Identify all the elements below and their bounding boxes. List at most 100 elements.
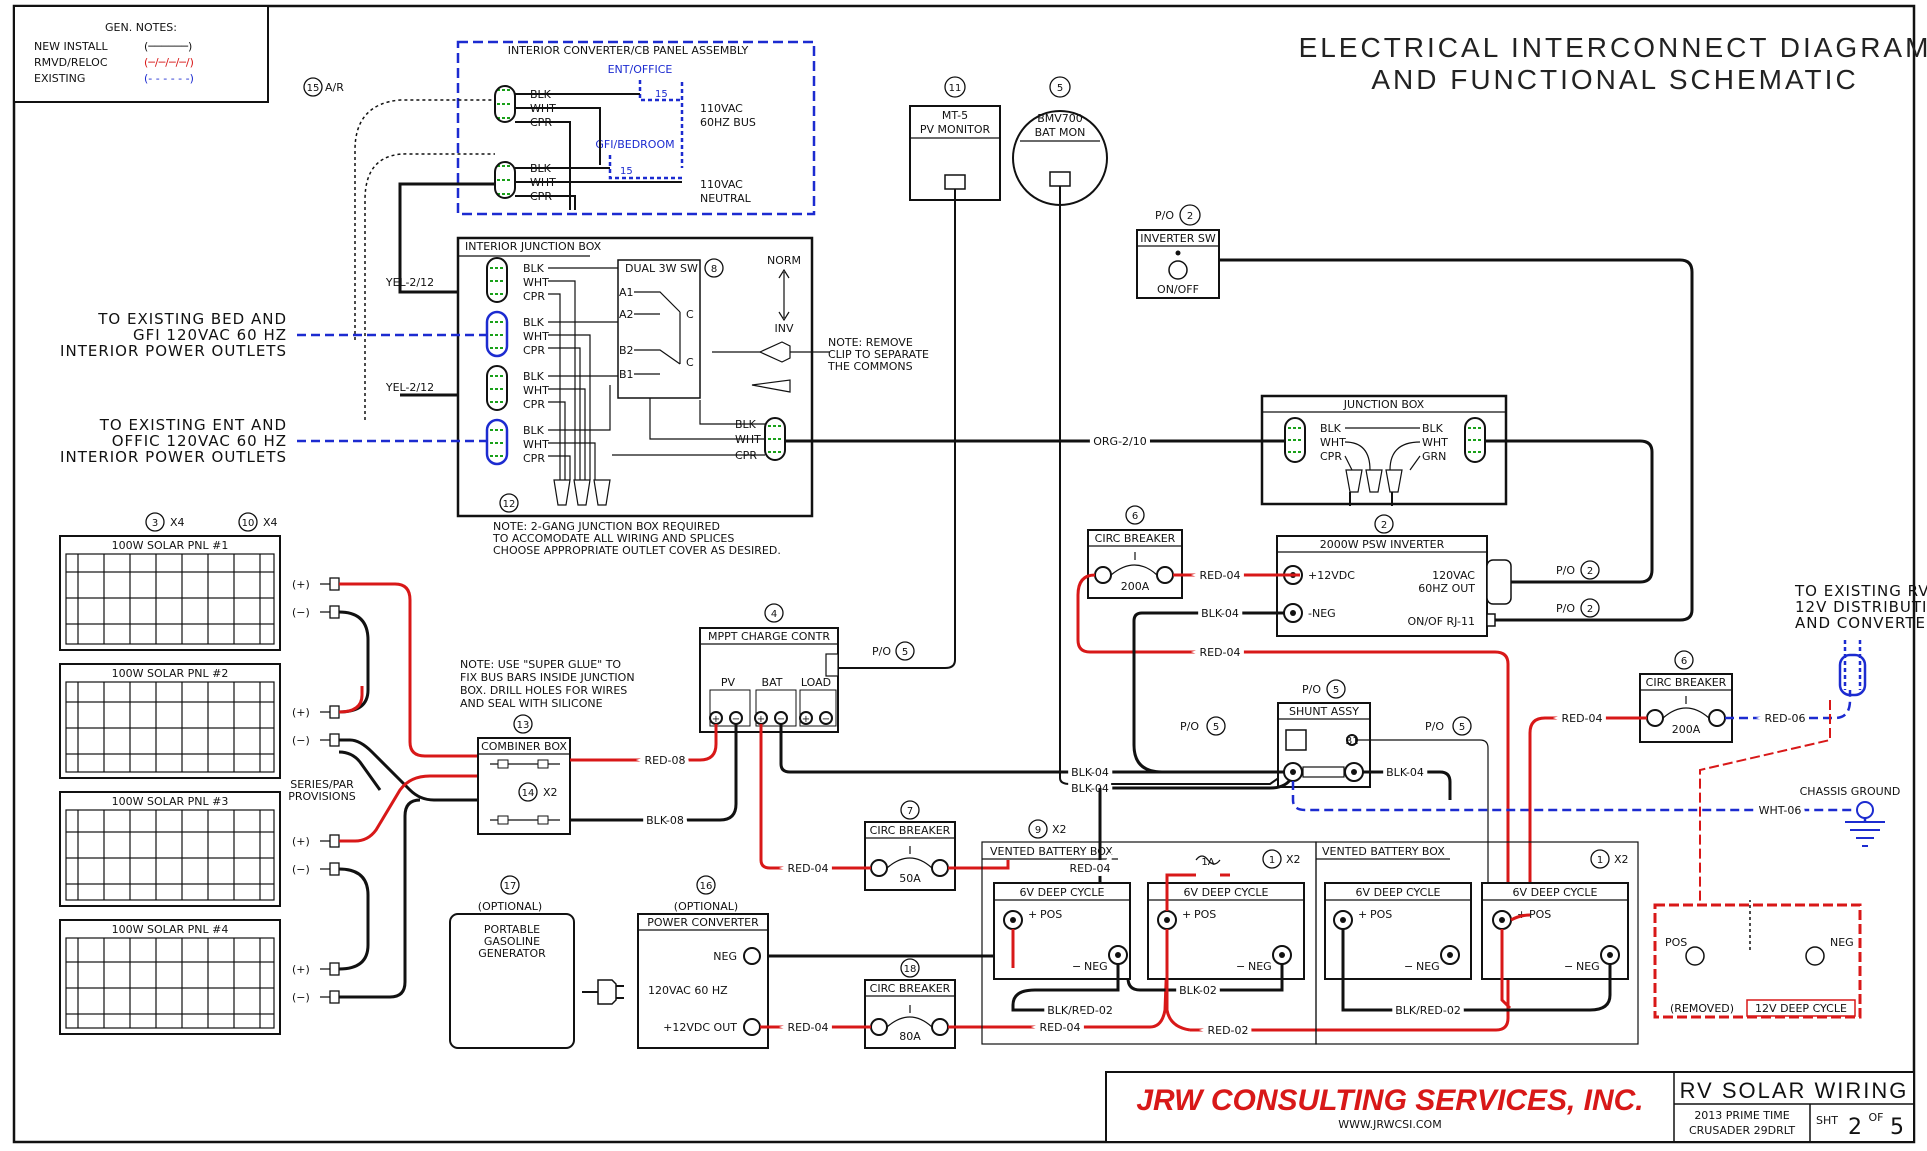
- chassis-label: CHASSIS GROUND: [1800, 785, 1901, 798]
- pconv-optional: (OPTIONAL): [674, 900, 738, 913]
- ijb-cpr-1: CPR: [523, 290, 545, 303]
- po5-b-num: 5: [1459, 722, 1465, 733]
- panels-x4-1: X4: [170, 516, 185, 529]
- jb2-wht-l: WHT: [1320, 436, 1346, 449]
- drawing-border: [12, 4, 1916, 1144]
- svg-text:−: −: [822, 714, 830, 725]
- ar-callout-num: 15: [307, 83, 320, 94]
- notes-header: GEN. NOTES:: [105, 21, 177, 34]
- inv-label: INV: [775, 322, 794, 335]
- shunt-callout: 5: [1333, 685, 1339, 696]
- panels-callout-2: 10: [242, 518, 255, 529]
- bus-label-2: 60HZ BUS: [700, 116, 756, 129]
- combiner-fuse-callout: 14: [522, 788, 535, 799]
- invsw-po: P/O: [1155, 209, 1174, 222]
- battery3-pos: POS: [1370, 908, 1392, 921]
- bmv-label: BMV700: [1037, 112, 1083, 125]
- cb200a-callout: 6: [1132, 511, 1138, 522]
- vbox2-title: VENTED BATTERY BOX: [1322, 845, 1445, 858]
- outlet1-line1: TO EXISTING BED AND: [97, 310, 287, 328]
- removed-neg: NEG: [1830, 936, 1854, 949]
- circuit-breaker-200a-2: 6 CIRC BREAKER 200A: [1639, 650, 1733, 743]
- removed-tag: (REMOVED): [1670, 1002, 1734, 1015]
- psw-inverter: 2 2000W PSW INVERTER +12VDC -NEG 120VAC …: [1276, 514, 1600, 637]
- bmv-label-2: BAT MON: [1035, 126, 1086, 139]
- note-existing: EXISTING: [34, 72, 85, 85]
- drawing-title: ELECTRICAL INTERCONNECT DIAGRAM AND FUNC…: [1299, 32, 1927, 95]
- vented-battery-box-2: VENTED BATTERY BOX 1 X2 6V DEEP CYCLE + …: [1315, 841, 1639, 1045]
- p3-neg: (−): [292, 863, 310, 876]
- p3-pos: (+): [292, 835, 310, 848]
- project-desc-1: 2013 PRIME TIME: [1694, 1109, 1789, 1122]
- blk04-inv: BLK-04: [1201, 607, 1239, 620]
- switch-a2: A2: [619, 308, 634, 321]
- battery3-neg-sign: −: [1404, 960, 1413, 973]
- chassis-ground: CHASSIS GROUND: [1800, 785, 1901, 847]
- battery4-neg-sign: −: [1564, 960, 1573, 973]
- circuit-breaker-80a: 18 CIRC BREAKER 80A: [864, 958, 956, 1049]
- project-desc-2: CRUSADER 29DRLT: [1689, 1124, 1795, 1137]
- outlet1-line3: INTERIOR POWER OUTLETS: [60, 342, 287, 360]
- battery2-pos: POS: [1194, 908, 1216, 921]
- combiner-title: COMBINER BOX: [481, 740, 567, 753]
- red04-mppt: RED-04: [787, 862, 828, 875]
- inverter-neg: -NEG: [1308, 607, 1336, 620]
- wire-nut-icon: [751, 379, 791, 393]
- cb200a-rating: 200A: [1121, 580, 1150, 593]
- gfi-bedroom-label: GFI/BEDROOM: [595, 138, 674, 151]
- title-block: JRW CONSULTING SERVICES, INC. WWW.JRWCSI…: [1105, 1071, 1915, 1143]
- ijb-blk-4: BLK: [523, 424, 545, 437]
- outlet2-line2: OFFIC 120VAC 60 HZ: [112, 432, 287, 450]
- battery3-name: 6V DEEP CYCLE: [1356, 886, 1441, 899]
- outlets-ent-office: TO EXISTING ENT AND OFFIC 120VAC 60 HZ I…: [60, 416, 487, 466]
- outlets-bed-gfi: TO EXISTING BED AND GFI 120VAC 60 HZ INT…: [60, 310, 487, 360]
- gen-line3: GENERATOR: [478, 947, 546, 960]
- pconv-ac: 120VAC 60 HZ: [648, 984, 728, 997]
- combiner-callout: 13: [517, 720, 530, 731]
- ijb-title: INTERIOR JUNCTION BOX: [465, 240, 602, 253]
- sheet-label: SHT: [1816, 1114, 1838, 1127]
- ijb-blk-3: BLK: [523, 370, 545, 383]
- inverter-po-num-1: 2: [1587, 566, 1593, 577]
- vbox1-batt-callout: 1: [1269, 855, 1275, 866]
- cb200b-callout: 6: [1681, 656, 1687, 667]
- mppt-title: MPPT CHARGE CONTR: [708, 630, 830, 643]
- panel2-label: 100W SOLAR PNL #2: [112, 667, 229, 680]
- blk04-conv: BLK-04: [1071, 782, 1109, 795]
- p1-pos: (+): [292, 578, 310, 591]
- ijb-callout: 12: [503, 499, 516, 510]
- series-par-2: PROVISIONS: [288, 790, 356, 803]
- ijb-wht-1: WHT: [523, 276, 549, 289]
- converter-title: INTERIOR CONVERTER/CB PANEL ASSEMBLY: [508, 44, 749, 57]
- vbox2-batt-callout: 1: [1597, 855, 1603, 866]
- switch-title: DUAL 3W SW: [625, 262, 698, 275]
- clip-icon: [758, 341, 791, 363]
- mppt-pv: PV: [721, 676, 736, 689]
- conv-cpr-2: CPR: [530, 190, 552, 203]
- glue-note-1: NOTE: USE "SUPER GLUE" TO: [460, 658, 621, 671]
- fuse-icon: [1195, 855, 1221, 865]
- solar-panel-3: 100W SOLAR PNL #3: [59, 791, 281, 907]
- mt5-label-2: PV MONITOR: [920, 123, 991, 136]
- vbox1-title: VENTED BATTERY BOX: [990, 845, 1113, 858]
- blkred02-label-2: BLK/RED-02: [1395, 1004, 1461, 1017]
- note-2gang-1: NOTE: 2-GANG JUNCTION BOX REQUIRED: [493, 520, 720, 533]
- outlet2-line1: TO EXISTING ENT AND: [99, 416, 287, 434]
- plug-icon: [597, 979, 617, 1005]
- rv-12v-distribution: TO EXISTING RV 12V DISTRIBUTIO AND CONVE…: [1794, 582, 1927, 697]
- p2-neg: (−): [292, 734, 310, 747]
- blk04-shunt: BLK-04: [1386, 766, 1424, 779]
- red04-cb200: RED-04: [1199, 646, 1240, 659]
- neutral-label-1: 110VAC: [700, 178, 743, 191]
- ijb-output-connector: [764, 417, 786, 461]
- battery4-name: 6V DEEP CYCLE: [1513, 886, 1598, 899]
- p2-pos: (+): [292, 706, 310, 719]
- battery2-pos-sign: +: [1182, 908, 1191, 921]
- battery1-name: 6V DEEP CYCLE: [1020, 886, 1105, 899]
- ground-lug-icon: [1856, 801, 1874, 819]
- conv-blk-2: BLK: [530, 162, 552, 175]
- yel-wire-1: YEL-2/12: [385, 276, 434, 289]
- sheet-of: OF: [1869, 1111, 1884, 1124]
- mppt-charge-controller: 4 MPPT CHARGE CONTR PV BAT LOAD + − + − …: [699, 603, 915, 733]
